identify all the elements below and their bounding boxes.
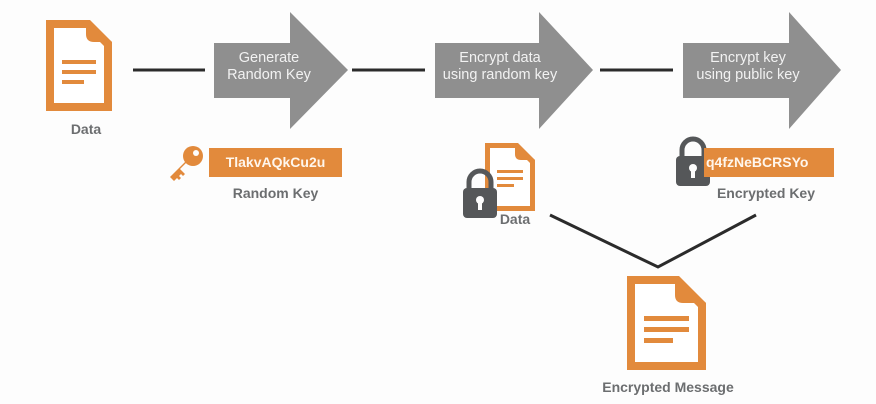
arrow-shape <box>214 12 348 129</box>
document-icon <box>627 276 706 370</box>
step-line-1: Encrypt data <box>459 50 541 66</box>
step-line-2: using public key <box>696 67 800 83</box>
step-line-1: Encrypt key <box>710 50 786 66</box>
arrow-shape <box>435 12 593 129</box>
random-key-label: Random Key <box>232 185 319 201</box>
step-line-1: Generate <box>238 50 300 66</box>
random-key-value: TlakvAQkCu2u <box>209 148 342 177</box>
step-encrypt-key: Encrypt key using public key <box>683 12 841 134</box>
encrypted-data-label: Data <box>499 211 531 227</box>
step-encrypt-data: Encrypt data using random key <box>435 12 593 134</box>
encrypted-key-label: Encrypted Key <box>716 185 816 201</box>
arrow-shape <box>683 12 841 129</box>
connector-merge <box>549 213 757 269</box>
encrypted-message-label: Encrypted Message <box>602 379 734 395</box>
document-icon <box>46 20 112 111</box>
encrypted-data-node <box>463 143 537 224</box>
data-label: Data <box>70 121 102 137</box>
encrypted-key-node <box>676 136 710 191</box>
step-line-2: Random Key <box>227 67 311 83</box>
encrypted-message-node <box>627 276 706 375</box>
lock-icon <box>676 136 710 186</box>
locked-document-icon <box>463 143 535 218</box>
random-key-node <box>166 145 204 188</box>
encrypted-key-value: q4fzNeBCRSYo <box>704 148 834 177</box>
step-line-2: using random key <box>442 67 558 83</box>
step-generate-random-key: Generate Random Key <box>214 12 348 134</box>
data-node <box>46 20 112 116</box>
lock-icon <box>463 168 497 218</box>
key-icon <box>170 146 203 181</box>
